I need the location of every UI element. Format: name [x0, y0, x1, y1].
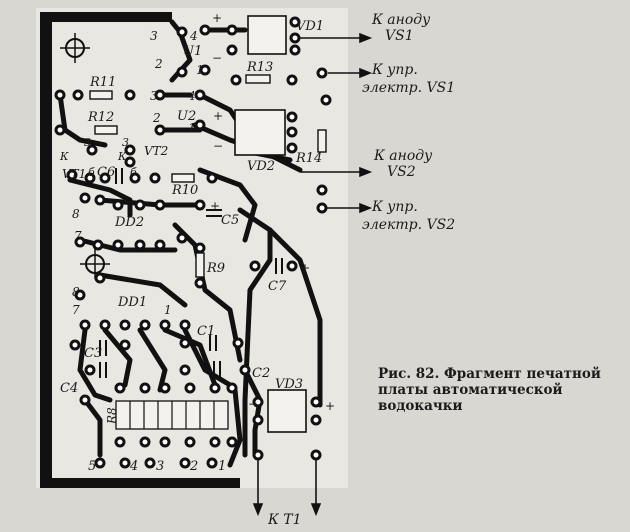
plus-mark: +	[210, 199, 220, 213]
caption-line: платы автоматической	[378, 382, 563, 398]
vt2-pin-3b: 3	[122, 136, 129, 149]
c5-label: C5	[221, 213, 239, 228]
u1-pin-2: 2	[154, 57, 163, 71]
vd1-label: VD1	[296, 19, 324, 34]
dd1-pin-1: 1	[164, 303, 172, 317]
vt1-pin-b2: б	[130, 166, 137, 179]
r8-dividers	[129, 401, 215, 429]
dd2-pin-7: 7	[74, 229, 82, 243]
u2-pin-2: 2	[152, 111, 161, 125]
u1-pin-3: 3	[150, 29, 158, 43]
vd3-label: VD3	[275, 377, 303, 392]
mounting-hole-icon	[60, 33, 90, 63]
vt2-label: VT2	[144, 144, 168, 158]
minus-mark: −	[212, 51, 222, 65]
r12-label: R12	[87, 110, 114, 125]
c6-label: C6	[97, 165, 115, 180]
caption-line: водокачки	[378, 398, 463, 414]
ctrl-vs2-label: К упр.	[371, 199, 418, 215]
anode-vs1-label: К аноду	[371, 12, 431, 28]
r8-label: R8	[105, 407, 119, 425]
ctrl-vs1-label: К упр.	[371, 62, 418, 78]
plus-mark: +	[213, 109, 223, 123]
c7-label: C7	[268, 279, 287, 294]
connector-pin-4: 4	[129, 459, 138, 474]
figure-caption: Рис. 82. Фрагмент печатной платы автомат…	[378, 366, 628, 414]
minus-mark: −	[213, 139, 223, 153]
vt2-pin-k2: К	[117, 150, 127, 163]
plus-mark: +	[325, 399, 335, 413]
r14-label: R14	[295, 151, 322, 166]
ctrl-vs2-label-2: электр. VS2	[362, 217, 455, 233]
r11-label: R11	[89, 75, 116, 90]
dd2-label: DD2	[114, 215, 144, 230]
solder-pads	[54, 16, 332, 469]
u2-label: U2	[177, 109, 196, 124]
u2-pin-4: 4	[187, 89, 196, 103]
plus-mark: +	[212, 11, 222, 25]
minus-mark: −	[248, 397, 258, 411]
vt1-pin-b: б	[88, 166, 95, 179]
connector-pin-5: 5	[88, 459, 96, 474]
caption-line: Рис. 82. Фрагмент печатной	[378, 366, 601, 382]
r9-label: R9	[206, 261, 225, 276]
u1-pin-4: 4	[189, 29, 198, 43]
vt2-pin-k: К	[59, 150, 69, 163]
capacitors	[99, 168, 283, 378]
resistors	[89, 74, 327, 278]
c4-label: C4	[60, 381, 78, 396]
connector-pin-2: 2	[189, 459, 198, 474]
c3-label: C3	[84, 346, 102, 361]
anode-vs2-label-2: VS2	[387, 164, 416, 180]
anode-vs1-label-2: VS1	[385, 28, 414, 44]
c2-label: C2	[252, 366, 270, 381]
u1-label: U1	[183, 44, 202, 59]
vt1-label: VT1	[62, 167, 86, 181]
r13-label: R13	[246, 60, 273, 75]
dd1-label: DD1	[117, 295, 147, 310]
vd1-bridge	[247, 15, 287, 55]
vd2-label: VD2	[247, 159, 275, 174]
vd2-bridge	[234, 109, 286, 156]
vt2-pin-3a: 3	[84, 136, 91, 149]
dd1-pin-7: 7	[72, 303, 80, 317]
output-arrows	[252, 32, 373, 517]
u1-pin-1: 1	[196, 63, 204, 77]
connector-pin-3: 3	[156, 459, 164, 474]
connector-pin-1: 1	[218, 459, 226, 474]
ctrl-vs1-label-2: электр. VS1	[362, 80, 455, 96]
dd1-pin-8: 8	[72, 285, 80, 299]
kt1-label: К Т1	[267, 512, 302, 528]
c1-label: C1	[197, 324, 215, 339]
r10-label: R10	[171, 183, 198, 198]
u2-pin-3: 3	[150, 89, 158, 103]
anode-vs2-label: К аноду	[373, 148, 433, 164]
mounting-hole-icon	[80, 249, 110, 279]
vd3-bridge	[267, 389, 307, 433]
plus-mark: +	[300, 261, 310, 275]
u2-pin-1: 1	[188, 121, 196, 135]
dd2-pin-8: 8	[72, 207, 80, 221]
